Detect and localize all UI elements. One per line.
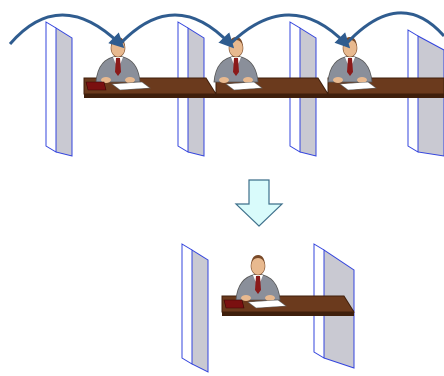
cubicle-panel — [177, 21, 205, 157]
office-worker — [213, 37, 259, 83]
cubicle-panel — [181, 243, 209, 373]
paper — [339, 81, 377, 91]
paper — [111, 81, 151, 91]
paper — [247, 299, 287, 309]
office-worker — [327, 37, 373, 83]
hop-arrow — [344, 11, 444, 46]
paper — [225, 81, 263, 91]
cubicle-panel — [45, 21, 73, 157]
office-worker — [235, 255, 281, 301]
hop-arrow — [228, 13, 351, 49]
book — [223, 299, 245, 309]
book — [85, 81, 107, 91]
down-arrow — [234, 179, 284, 227]
hop-arrow — [8, 13, 125, 49]
bottom-row — [181, 243, 355, 373]
top-row — [8, 11, 444, 157]
hop-arrow — [118, 13, 235, 49]
